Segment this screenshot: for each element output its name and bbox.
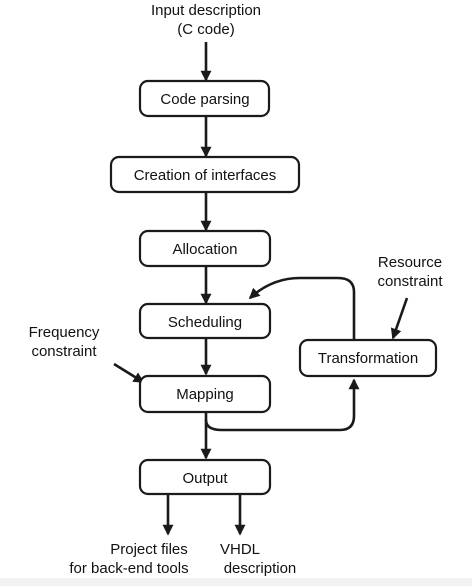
arrow-resource-constraint: [390, 297, 409, 340]
vhdl-label-1: VHDL: [220, 541, 260, 558]
allocation-label: Allocation: [172, 241, 237, 258]
frequency-constraint-label-1: Frequency: [29, 324, 100, 341]
project-files-label-2: for back-end tools: [69, 560, 188, 577]
code-parsing-box: Code parsing: [138, 79, 271, 118]
scheduling-label: Scheduling: [168, 314, 242, 331]
input-description-label: Input description: [151, 2, 261, 19]
resource-constraint-label-2: constraint: [377, 273, 443, 290]
project-files-label-1: Project files: [110, 541, 188, 558]
creation-of-interfaces-label: Creation of interfaces: [134, 167, 277, 184]
input-code-label: (C code): [177, 21, 235, 38]
allocation-box: Allocation: [138, 229, 272, 268]
resource-constraint-label-1: Resource: [378, 254, 442, 271]
frequency-constraint-label-2: constraint: [31, 343, 97, 360]
arrow-mapping-to-transformation: [204, 378, 360, 432]
output-label: Output: [182, 470, 228, 487]
bottom-strip: [0, 578, 472, 586]
vhdl-label-2: description: [224, 560, 297, 577]
transformation-label: Transformation: [318, 350, 418, 367]
mapping-label: Mapping: [176, 386, 234, 403]
arrow-frequency-constraint: [113, 362, 145, 384]
output-box: Output: [138, 458, 272, 496]
code-parsing-label: Code parsing: [160, 91, 249, 108]
arrow-transformation-to-scheduling: [248, 276, 356, 340]
transformation-box: Transformation: [298, 338, 438, 378]
mapping-box: Mapping: [138, 374, 272, 414]
scheduling-box: Scheduling: [138, 302, 272, 340]
creation-of-interfaces-box: Creation of interfaces: [109, 155, 301, 194]
